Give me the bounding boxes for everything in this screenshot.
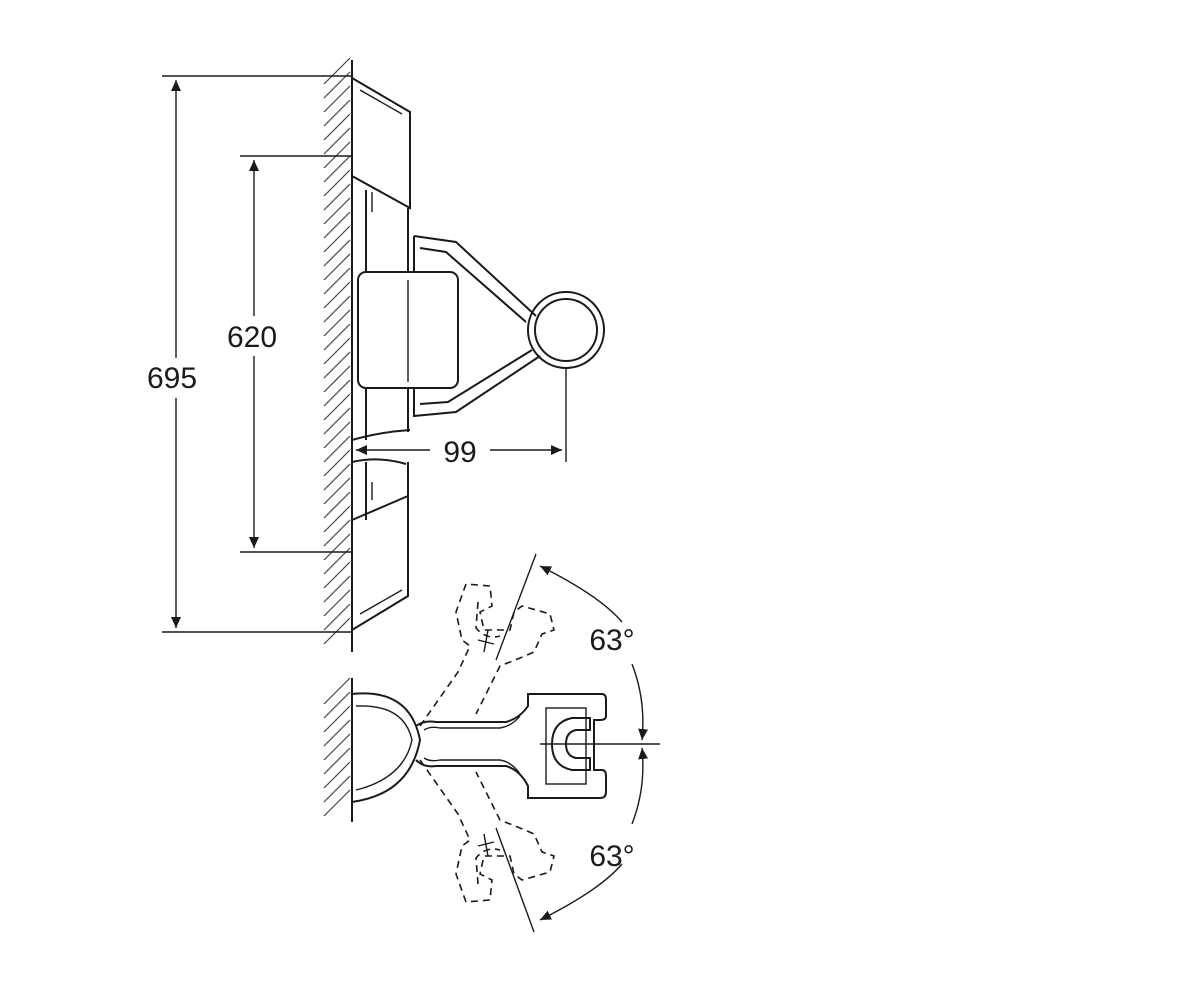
wall-hatch-line — [323, 775, 351, 803]
wall-hatch-line — [323, 491, 351, 519]
wall-hatch-line — [323, 617, 351, 645]
wall-hatch-line — [323, 575, 351, 603]
wall-hatch-line — [323, 169, 351, 197]
wall-hatch-line — [323, 677, 351, 705]
wall-hatch-line — [323, 561, 351, 589]
wall-hatch-line — [323, 761, 351, 789]
wall-hatch-line — [323, 733, 351, 761]
wall-hatch-line — [323, 141, 351, 169]
wall-hatch-line — [323, 747, 351, 775]
wall-hatch-line — [323, 281, 351, 309]
wall-hatch-line — [323, 407, 351, 435]
holder-arm — [413, 235, 605, 418]
arm-rotated-up — [419, 583, 555, 727]
swivel-arm — [415, 693, 660, 799]
wall-hatch-line — [323, 435, 351, 463]
dimension-projection — [356, 368, 567, 462]
arm-rotated-down — [419, 759, 555, 903]
angle-arc-upper — [495, 553, 649, 741]
wall-hatch-line — [323, 449, 351, 477]
label-angle-upper: 63° — [589, 624, 634, 657]
dimension-mount-spacing — [240, 155, 352, 553]
wall-lower — [323, 677, 353, 822]
wall-hatch-line — [323, 197, 351, 225]
wall-hatch-line — [323, 267, 351, 295]
wall-hatch-line — [323, 533, 351, 561]
wall-hatch-line — [323, 225, 351, 253]
wall-hatch-line — [323, 337, 351, 365]
wall-hatch-line — [323, 519, 351, 547]
wall-hatch-line — [323, 183, 351, 211]
slide-rail — [351, 190, 411, 520]
slider-block — [357, 271, 459, 389]
dimension-overall-height — [162, 75, 352, 633]
bottom-wall-bracket — [351, 494, 409, 632]
wall-hatch-line — [323, 127, 351, 155]
wall-hatch-line — [323, 85, 351, 113]
wall-upper — [323, 57, 353, 652]
wall-hatch-line — [323, 113, 351, 141]
wall-hatch-line — [323, 463, 351, 491]
wall-hatch-line — [323, 379, 351, 407]
wall-hatch-line — [323, 155, 351, 183]
wall-hatch-line — [323, 603, 351, 631]
wall-hatch-line — [323, 211, 351, 239]
wall-hatch-line — [323, 719, 351, 747]
wall-hatch-line — [323, 421, 351, 449]
wall-hatch-line — [323, 789, 351, 817]
wall-hatch-line — [323, 295, 351, 323]
wall-hatch-line — [323, 323, 351, 351]
wall-hatch-line — [323, 705, 351, 733]
swivel-base — [351, 692, 422, 803]
wall-hatch-line — [323, 57, 351, 85]
wall-hatch-line — [323, 393, 351, 421]
wall-hatch-line — [323, 239, 351, 267]
wall-hatch-line — [323, 691, 351, 719]
wall-hatch-line — [323, 309, 351, 337]
label-angle-lower: 63° — [589, 840, 634, 873]
wall-hatch-line — [323, 253, 351, 281]
wall-hatch-line — [323, 365, 351, 393]
wall-hatch-line — [323, 99, 351, 127]
wall-hatch-line — [323, 351, 351, 379]
label-mount-spacing: 620 — [227, 321, 277, 354]
top-wall-bracket — [351, 76, 411, 210]
wall-hatch-line — [323, 505, 351, 533]
wall-hatch-line — [323, 477, 351, 505]
angle-arc-lower — [495, 747, 649, 933]
wall-hatch-line — [323, 589, 351, 617]
label-overall-height: 695 — [147, 362, 197, 395]
label-projection: 99 — [443, 436, 476, 469]
